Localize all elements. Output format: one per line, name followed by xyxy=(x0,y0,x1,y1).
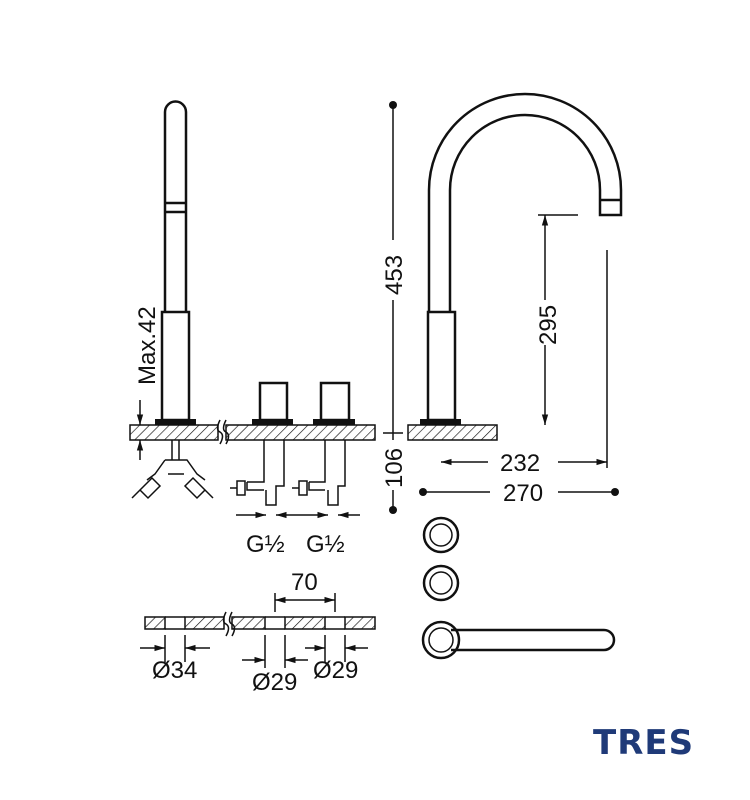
handle-spacing-label: 70 xyxy=(291,569,318,596)
hole-section: 70 Ø34 Ø29 Ø29 xyxy=(140,569,376,696)
spout-dimensions: 295 232 270 xyxy=(419,214,619,507)
height-dimensions: 453 106 xyxy=(381,101,408,514)
max-thickness-dimension: Max.42 xyxy=(134,306,161,460)
thread-right-label: G½ xyxy=(306,531,345,558)
counter-section xyxy=(129,419,498,445)
below-counter-label: 106 xyxy=(381,448,408,488)
max-thickness-label: Max.42 xyxy=(134,306,161,385)
overall-width-label: 270 xyxy=(503,480,543,507)
handle-valves xyxy=(230,381,355,506)
thread-left-label: G½ xyxy=(246,531,285,558)
spout-height-label: 295 xyxy=(535,305,562,345)
total-height-label: 453 xyxy=(381,255,408,295)
faucet-side-view xyxy=(131,100,214,500)
top-views xyxy=(421,516,616,660)
thread-dimensions: G½ G½ xyxy=(236,511,360,558)
hole-right-label: Ø29 xyxy=(313,657,358,684)
hole-left-label: Ø29 xyxy=(252,669,297,696)
tres-logo: TRES xyxy=(593,723,694,763)
spout-reach-label: 232 xyxy=(500,450,540,477)
hole-spout-label: Ø34 xyxy=(152,657,197,684)
faucet-front-view xyxy=(420,92,623,425)
